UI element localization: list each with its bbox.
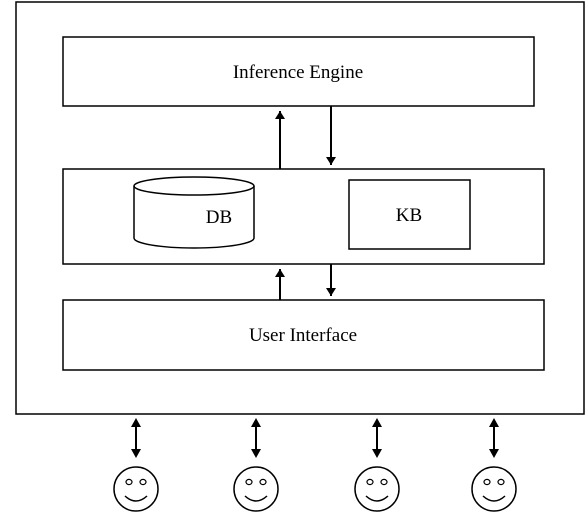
arrowhead-up-icon (131, 418, 141, 427)
smiley-face-icon (471, 466, 517, 512)
arrowhead-up-icon (251, 418, 261, 427)
user-2 (233, 418, 279, 512)
arrowhead-up-icon (372, 418, 382, 427)
user-3 (354, 418, 400, 512)
arrowhead-down-icon (131, 449, 141, 458)
kb-label: KB (396, 205, 422, 226)
arrowhead-down-icon (372, 449, 382, 458)
smiley-face-icon (233, 466, 279, 512)
user-interface-label: User Interface (249, 325, 357, 346)
smiley-face-icon (113, 466, 159, 512)
data-store-box: DB KB (62, 168, 545, 265)
inference-engine-box: Inference Engine (62, 36, 535, 107)
database-cylinder-icon (133, 176, 255, 249)
arrowhead-down-icon (489, 449, 499, 458)
knowledge-base-box (348, 179, 471, 250)
user-4 (471, 418, 517, 512)
db-label: DB (206, 207, 232, 228)
inference-engine-label: Inference Engine (233, 62, 363, 83)
users-group (113, 418, 517, 512)
user-interface-box: User Interface (62, 299, 545, 371)
user-1 (113, 418, 159, 512)
arrowhead-down-icon (251, 449, 261, 458)
smiley-face-icon (354, 466, 400, 512)
arrowhead-up-icon (489, 418, 499, 427)
